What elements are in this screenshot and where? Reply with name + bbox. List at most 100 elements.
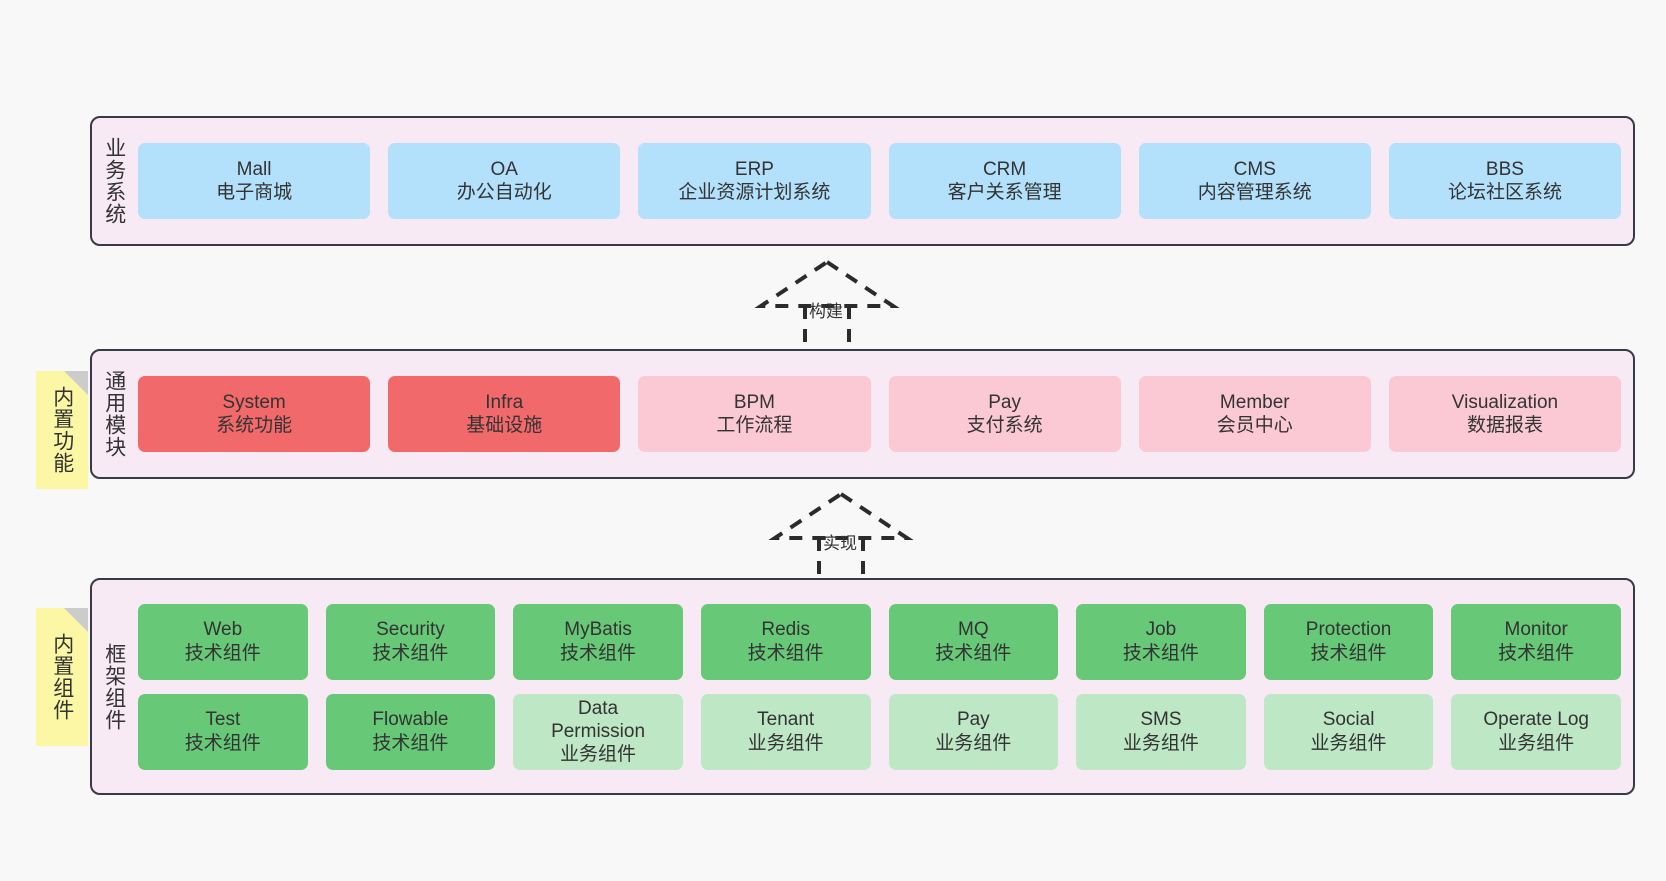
card-subtitle: 技术组件 <box>372 732 449 754</box>
layer-framework-label: 框架组件 <box>102 642 126 731</box>
card-subtitle: 系统功能 <box>216 415 293 436</box>
card-subtitle: 技术组件 <box>184 732 261 754</box>
card-title: CRM <box>982 158 1027 180</box>
connector-implement-arrow: 实现 <box>768 490 914 578</box>
card-subtitle: 业务组件 <box>1498 732 1575 754</box>
connector-build-label: 构建 <box>809 302 843 321</box>
card-subtitle: 技术组件 <box>372 642 449 664</box>
card-title: Data <box>577 697 619 719</box>
card-subtitle: 技术组件 <box>184 642 261 664</box>
card-title: Job <box>1145 619 1177 641</box>
card-subtitle: 业务组件 <box>1310 732 1387 754</box>
card-subtitle: 企业资源计划系统 <box>678 182 831 203</box>
card-title: CMS <box>1233 158 1276 180</box>
card-title: ERP <box>734 158 774 180</box>
card-title: Member <box>1219 391 1290 413</box>
card-subtitle: 内容管理系统 <box>1197 182 1312 203</box>
card-title: OA <box>490 158 518 180</box>
sticky-note-builtin-components-text: 内置组件 <box>50 633 74 721</box>
card-subtitle: 支付系统 <box>966 415 1043 436</box>
card-title: Protection <box>1305 619 1392 641</box>
card-subtitle: 数据报表 <box>1466 415 1543 436</box>
card-subtitle: 办公自动化 <box>456 182 552 203</box>
card-subtitle: 基础设施 <box>466 415 543 436</box>
card-subtitle: 技术组件 <box>1498 642 1575 664</box>
connector-build-arrow: 构建 <box>754 258 900 346</box>
card-subtitle: 论坛社区系统 <box>1447 182 1562 203</box>
card-subtitle: 电子商城 <box>216 182 293 203</box>
card-subtitle: 技术组件 <box>1122 642 1199 664</box>
card-title: Web <box>203 619 243 641</box>
sticky-note-builtin-features: 内置功能 <box>36 371 88 489</box>
card-title: System <box>222 391 286 413</box>
card-title: BBS <box>1485 158 1524 180</box>
card-title: MQ <box>958 619 989 641</box>
card-title: Tenant <box>757 709 815 731</box>
card-title: MyBatis <box>564 619 632 641</box>
card-title: SMS <box>1140 709 1182 731</box>
card-title: Flowable <box>372 709 449 731</box>
card-subtitle: 技术组件 <box>560 642 637 664</box>
card-title: Operate Log <box>1483 709 1589 731</box>
card-subtitle: 业务组件 <box>1122 732 1199 754</box>
layer-business-label: 业务系统 <box>102 137 126 225</box>
card-title-line2: Permission <box>551 720 646 742</box>
layer-modules-label: 通用模块 <box>102 370 126 458</box>
card-title: BPM <box>733 391 776 413</box>
card-title: Social <box>1322 709 1375 731</box>
card-title: Mall <box>236 158 272 180</box>
card-title: Pay <box>956 709 990 731</box>
card-subtitle: 业务组件 <box>935 732 1012 754</box>
card-title: Monitor <box>1504 619 1568 641</box>
card-subtitle: 技术组件 <box>935 642 1012 664</box>
card-subtitle: 业务组件 <box>560 744 637 766</box>
card-title: Test <box>205 709 241 731</box>
card-title: Visualization <box>1451 391 1559 413</box>
card-title: Pay <box>988 391 1021 413</box>
card-title: Security <box>376 619 445 641</box>
connector-implement-label: 实现 <box>823 534 857 553</box>
card-subtitle: 工作流程 <box>716 415 793 436</box>
card-subtitle: 会员中心 <box>1216 415 1293 436</box>
card-subtitle: 技术组件 <box>1310 642 1387 664</box>
sticky-note-builtin-features-text: 内置功能 <box>50 386 74 474</box>
sticky-note-builtin-components: 内置组件 <box>36 608 88 746</box>
